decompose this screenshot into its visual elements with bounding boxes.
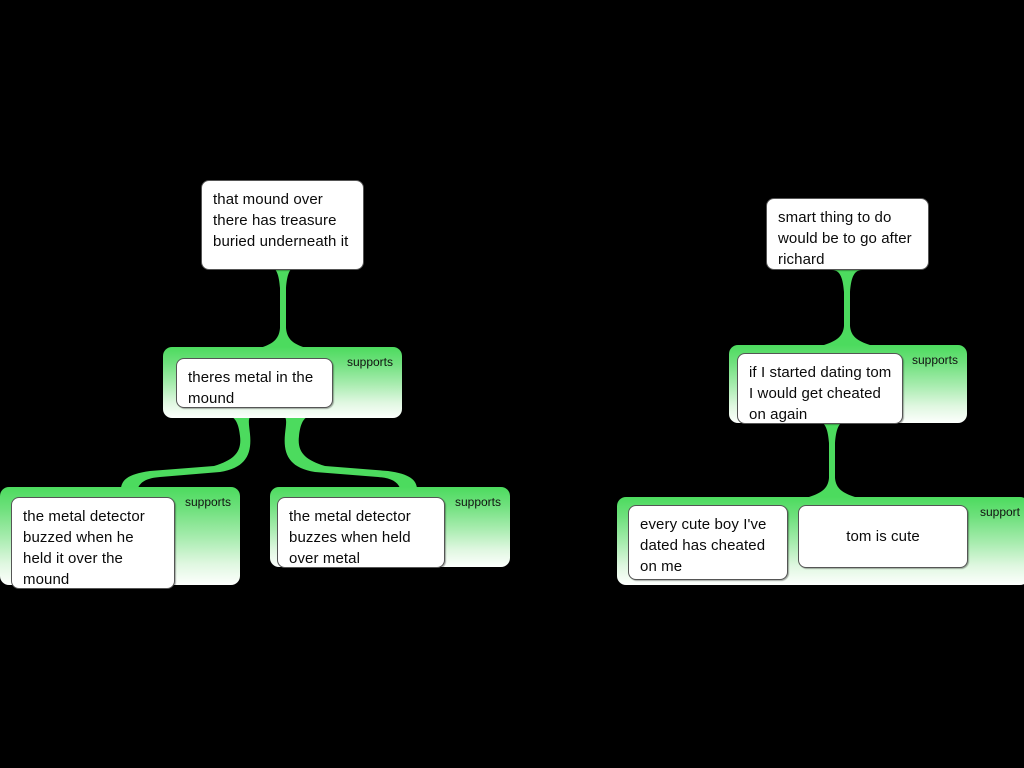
relation-label: support (979, 505, 1020, 519)
relation-label: supports (346, 355, 393, 369)
claim-text: every cute boy I've dated has cheated on… (640, 516, 767, 575)
claim-text: that mound over there has treasure burie… (213, 191, 349, 250)
relation-label: supports (184, 495, 231, 509)
claim-box-buzzed-over-mound[interactable]: the metal detector buzzed when he held i… (11, 497, 175, 589)
claim-box-tom-is-cute[interactable]: tom is cute (798, 505, 968, 568)
claim-text: theres metal in the mound (188, 369, 314, 407)
claim-box-theres-metal[interactable]: theres metal in the mound (176, 358, 333, 408)
connector-cheated-to-premises (809, 421, 855, 497)
connector-metal-to-buzzes (282, 416, 417, 488)
relation-label: supports (454, 495, 501, 509)
claim-box-every-cute-boy[interactable]: every cute boy I've dated has cheated on… (628, 505, 788, 580)
connector-metal-to-buzzed (121, 416, 253, 488)
claim-box-cheated-again[interactable]: if I started dating tom I would get chea… (737, 353, 903, 424)
claim-text: the metal detector buzzes when held over… (289, 508, 411, 567)
claim-box-conclusion-treasure[interactable]: that mound over there has treasure burie… (201, 180, 364, 270)
claim-text: if I started dating tom I would get chea… (749, 364, 892, 423)
claim-text: tom is cute (846, 528, 920, 545)
claim-text: smart thing to do would be to go after r… (778, 209, 912, 268)
relation-label: supports (911, 353, 958, 367)
claim-box-conclusion-richard[interactable]: smart thing to do would be to go after r… (766, 198, 929, 270)
claim-text: the metal detector buzzed when he held i… (23, 508, 145, 588)
claim-box-buzzes-over-metal[interactable]: the metal detector buzzes when held over… (277, 497, 445, 568)
connector-conclusion-to-metal (260, 266, 306, 348)
connector-richard-to-cheated (824, 270, 870, 345)
